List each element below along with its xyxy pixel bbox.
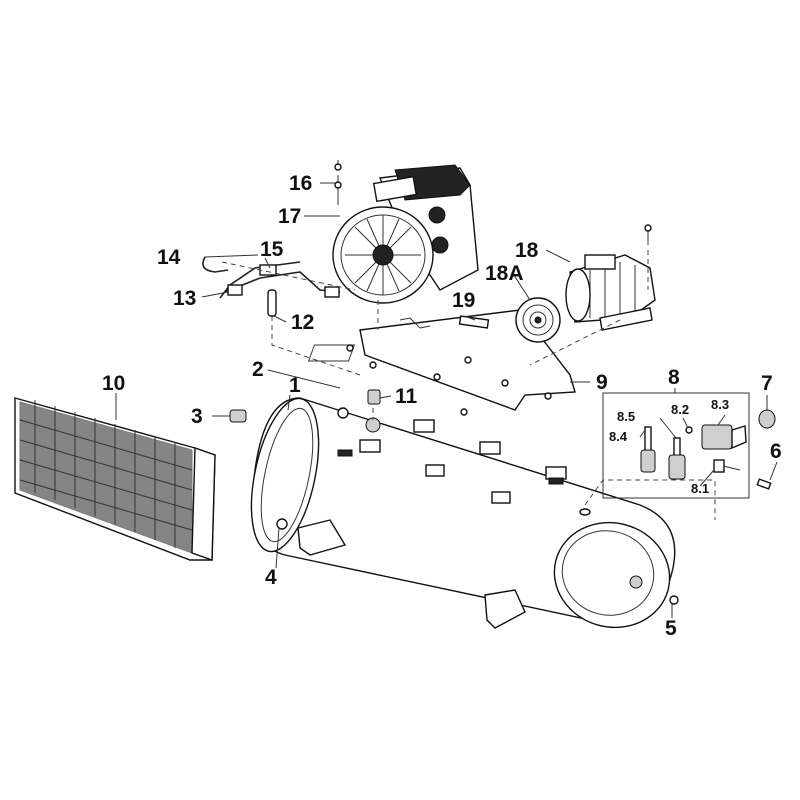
label-15: 15 [260,238,284,261]
label-8-1: 8.1 [691,481,709,496]
pressure-switch-assembly [602,392,776,499]
label-2: 2 [252,358,264,381]
label-14: 14 [157,246,181,269]
label-5: 5 [665,617,677,640]
label-8-4: 8.4 [609,429,628,444]
label-12: 12 [291,311,314,334]
label-17: 17 [278,205,301,228]
label-13: 13 [173,287,196,310]
label-11: 11 [395,385,418,408]
label-3: 3 [191,405,203,428]
delivery-pipe [202,256,341,317]
belt-guard-grille [14,397,216,561]
compressor-pump [332,160,479,304]
assembly-dashed-lines [221,250,716,520]
callout-labels: 1 2 3 4 5 6 7 8 8.1 8.2 8.3 8.4 8.5 9 10… [102,172,782,640]
label-18: 18 [515,239,539,262]
label-9: 9 [596,371,608,394]
label-1: 1 [289,374,301,397]
small-fittings [229,344,679,605]
motor-pulley [515,297,561,343]
label-7: 7 [761,372,773,395]
label-8-3: 8.3 [711,397,729,412]
label-18a: 18A [485,262,524,285]
label-4: 4 [265,566,277,589]
leader-lines [115,182,778,618]
electric-motor [565,224,656,331]
label-6: 6 [770,440,782,463]
air-tank [250,397,676,629]
label-8-5: 8.5 [617,409,635,424]
label-10: 10 [102,372,125,395]
label-16: 16 [289,172,312,195]
label-8: 8 [668,366,680,389]
label-8-2: 8.2 [671,402,689,417]
label-19: 19 [452,289,475,312]
